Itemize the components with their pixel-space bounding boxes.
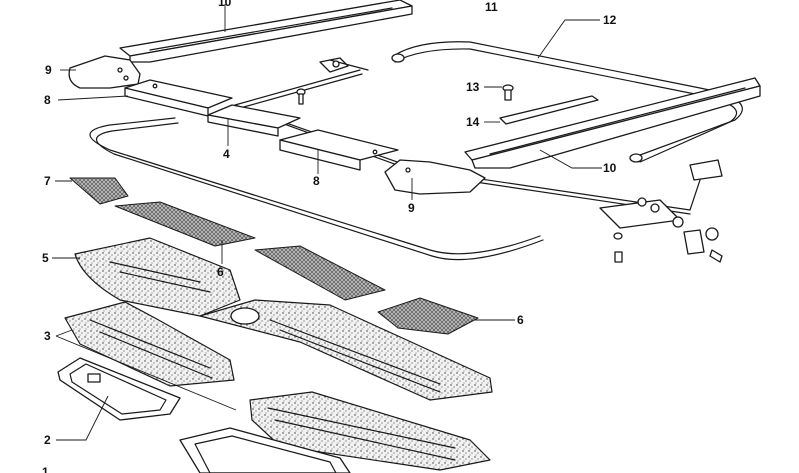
callout-10-bottom: 10 — [603, 161, 617, 175]
hinge-top — [319, 57, 369, 73]
callout-6-lower: 6 — [517, 313, 524, 327]
callout-13: 13 — [466, 80, 480, 94]
part-7-mesh-strip — [69, 177, 129, 205]
part-1-seal-frame — [179, 427, 351, 473]
callout-14: 14 — [466, 115, 480, 129]
callout-6-upper: 6 — [217, 265, 224, 279]
hinge-right — [599, 159, 723, 263]
part-9-corner-plate-bottom — [384, 159, 486, 195]
callout-7: 7 — [44, 174, 51, 188]
callout-9-bottom: 9 — [408, 201, 415, 215]
callout-3: 3 — [44, 329, 51, 343]
callout-8-bottom: 8 — [313, 174, 320, 188]
part-6-mesh-strips-upper — [114, 201, 386, 301]
callout-9-top: 9 — [45, 63, 52, 77]
leader-lines — [52, 4, 602, 441]
part-13-screw — [502, 84, 514, 101]
callout-5: 5 — [42, 251, 49, 265]
part-8-slide-plate-top — [124, 79, 233, 117]
part-8-slide-plate-bottom — [279, 129, 399, 171]
callout-8-top: 8 — [44, 93, 51, 107]
callout-10-top: 10 — [218, 0, 232, 9]
part-9-corner-plate-top — [68, 55, 141, 89]
part-14-guide-strip — [499, 95, 599, 125]
callout-12: 12 — [603, 13, 617, 27]
part-2-seal-frame — [57, 357, 181, 421]
callout-1: 1 — [42, 465, 49, 473]
part-4-spacer-plate — [207, 104, 301, 137]
part-5-foam-panel — [74, 237, 493, 401]
screw-center — [296, 88, 306, 105]
callout-11: 11 — [485, 0, 498, 14]
part-10-top-rail — [119, 0, 413, 63]
part-10-bottom-rail — [464, 77, 761, 169]
callout-labels: 10 11 12 9 8 13 14 4 8 10 9 7 6 5 6 3 2 … — [42, 0, 617, 473]
callout-4: 4 — [223, 147, 230, 161]
callout-2: 2 — [44, 433, 51, 447]
part-6-mesh-strip-lower — [377, 297, 479, 335]
